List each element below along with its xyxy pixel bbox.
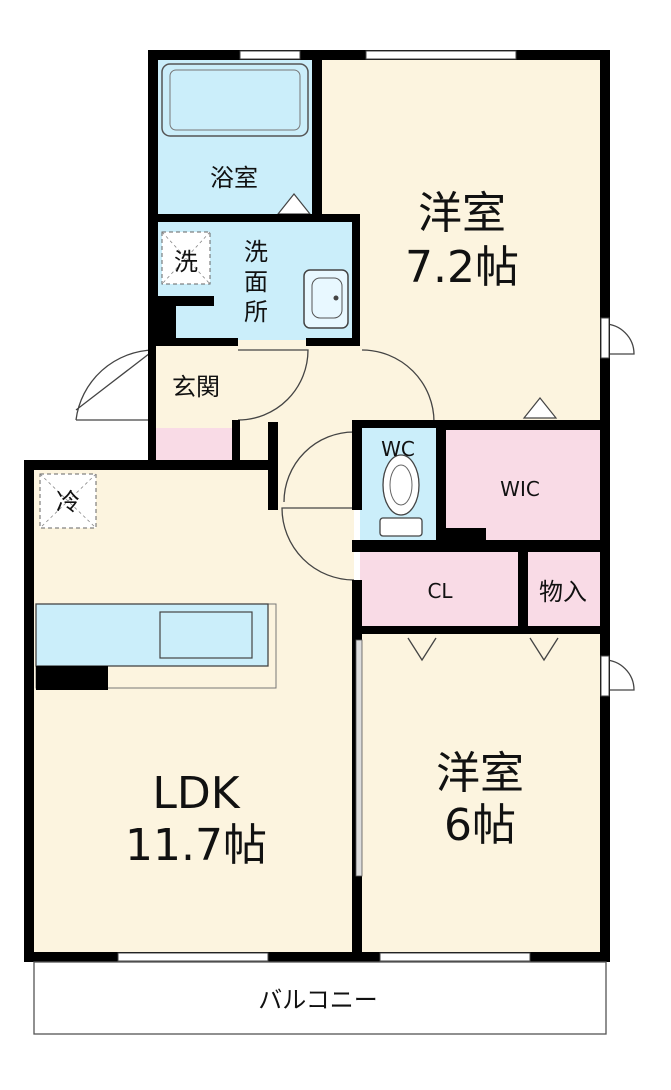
entrance-floor — [154, 340, 238, 428]
room-ldk-size: 11.7帖 — [125, 820, 267, 871]
western1-door-swing — [361, 349, 435, 423]
room-western-2-name: 洋室 — [436, 748, 524, 799]
room-western-2-floor — [360, 632, 600, 955]
washroom-label-2: 面 — [244, 268, 268, 296]
room-western-1-name: 洋室 — [418, 188, 506, 239]
room-ldk-name: LDK — [152, 768, 240, 819]
hall-ldk-link — [276, 428, 360, 468]
cl-door-marker — [407, 637, 437, 662]
wc-door-swing — [283, 431, 355, 503]
room-storage-label: 物入 — [539, 578, 587, 606]
ldk-door-swing — [281, 507, 355, 581]
balcony-area — [33, 961, 607, 1035]
wic-door-marker — [522, 397, 558, 419]
room-wc-label: WC — [381, 437, 415, 461]
windows — [117, 50, 610, 962]
room-western-1-floor — [320, 58, 600, 426]
washer-space — [161, 231, 211, 285]
room-cl-floor — [360, 552, 520, 628]
washroom-label-3: 所 — [244, 298, 268, 326]
room-ldk-floor — [32, 465, 354, 955]
washer-label: 洗 — [174, 248, 198, 276]
bathtub — [161, 63, 309, 137]
fridge-label: 冷 — [56, 488, 80, 516]
balcony-label: バルコニー — [258, 986, 378, 1014]
entrance-door-swing — [75, 349, 155, 421]
room-western-2-size: 6帖 — [444, 800, 516, 851]
room-cl-label: CL — [427, 579, 453, 603]
washroom-door-swing — [237, 349, 309, 421]
washroom-label-1: 洗 — [244, 238, 268, 266]
room-western-1-size: 7.2帖 — [405, 242, 519, 293]
storage-door-marker — [529, 637, 559, 662]
washbasin — [303, 269, 349, 329]
room-storage-floor — [526, 552, 600, 628]
toilet — [379, 454, 423, 537]
room-wic-floor — [446, 428, 600, 546]
room-wic-label: WIC — [500, 477, 540, 501]
kitchen-counter — [35, 603, 277, 690]
fridge-space — [39, 473, 97, 529]
room-bath-label: 浴室 — [210, 164, 258, 192]
room-entrance-label: 玄関 — [172, 373, 220, 401]
entrance-step — [154, 428, 238, 462]
